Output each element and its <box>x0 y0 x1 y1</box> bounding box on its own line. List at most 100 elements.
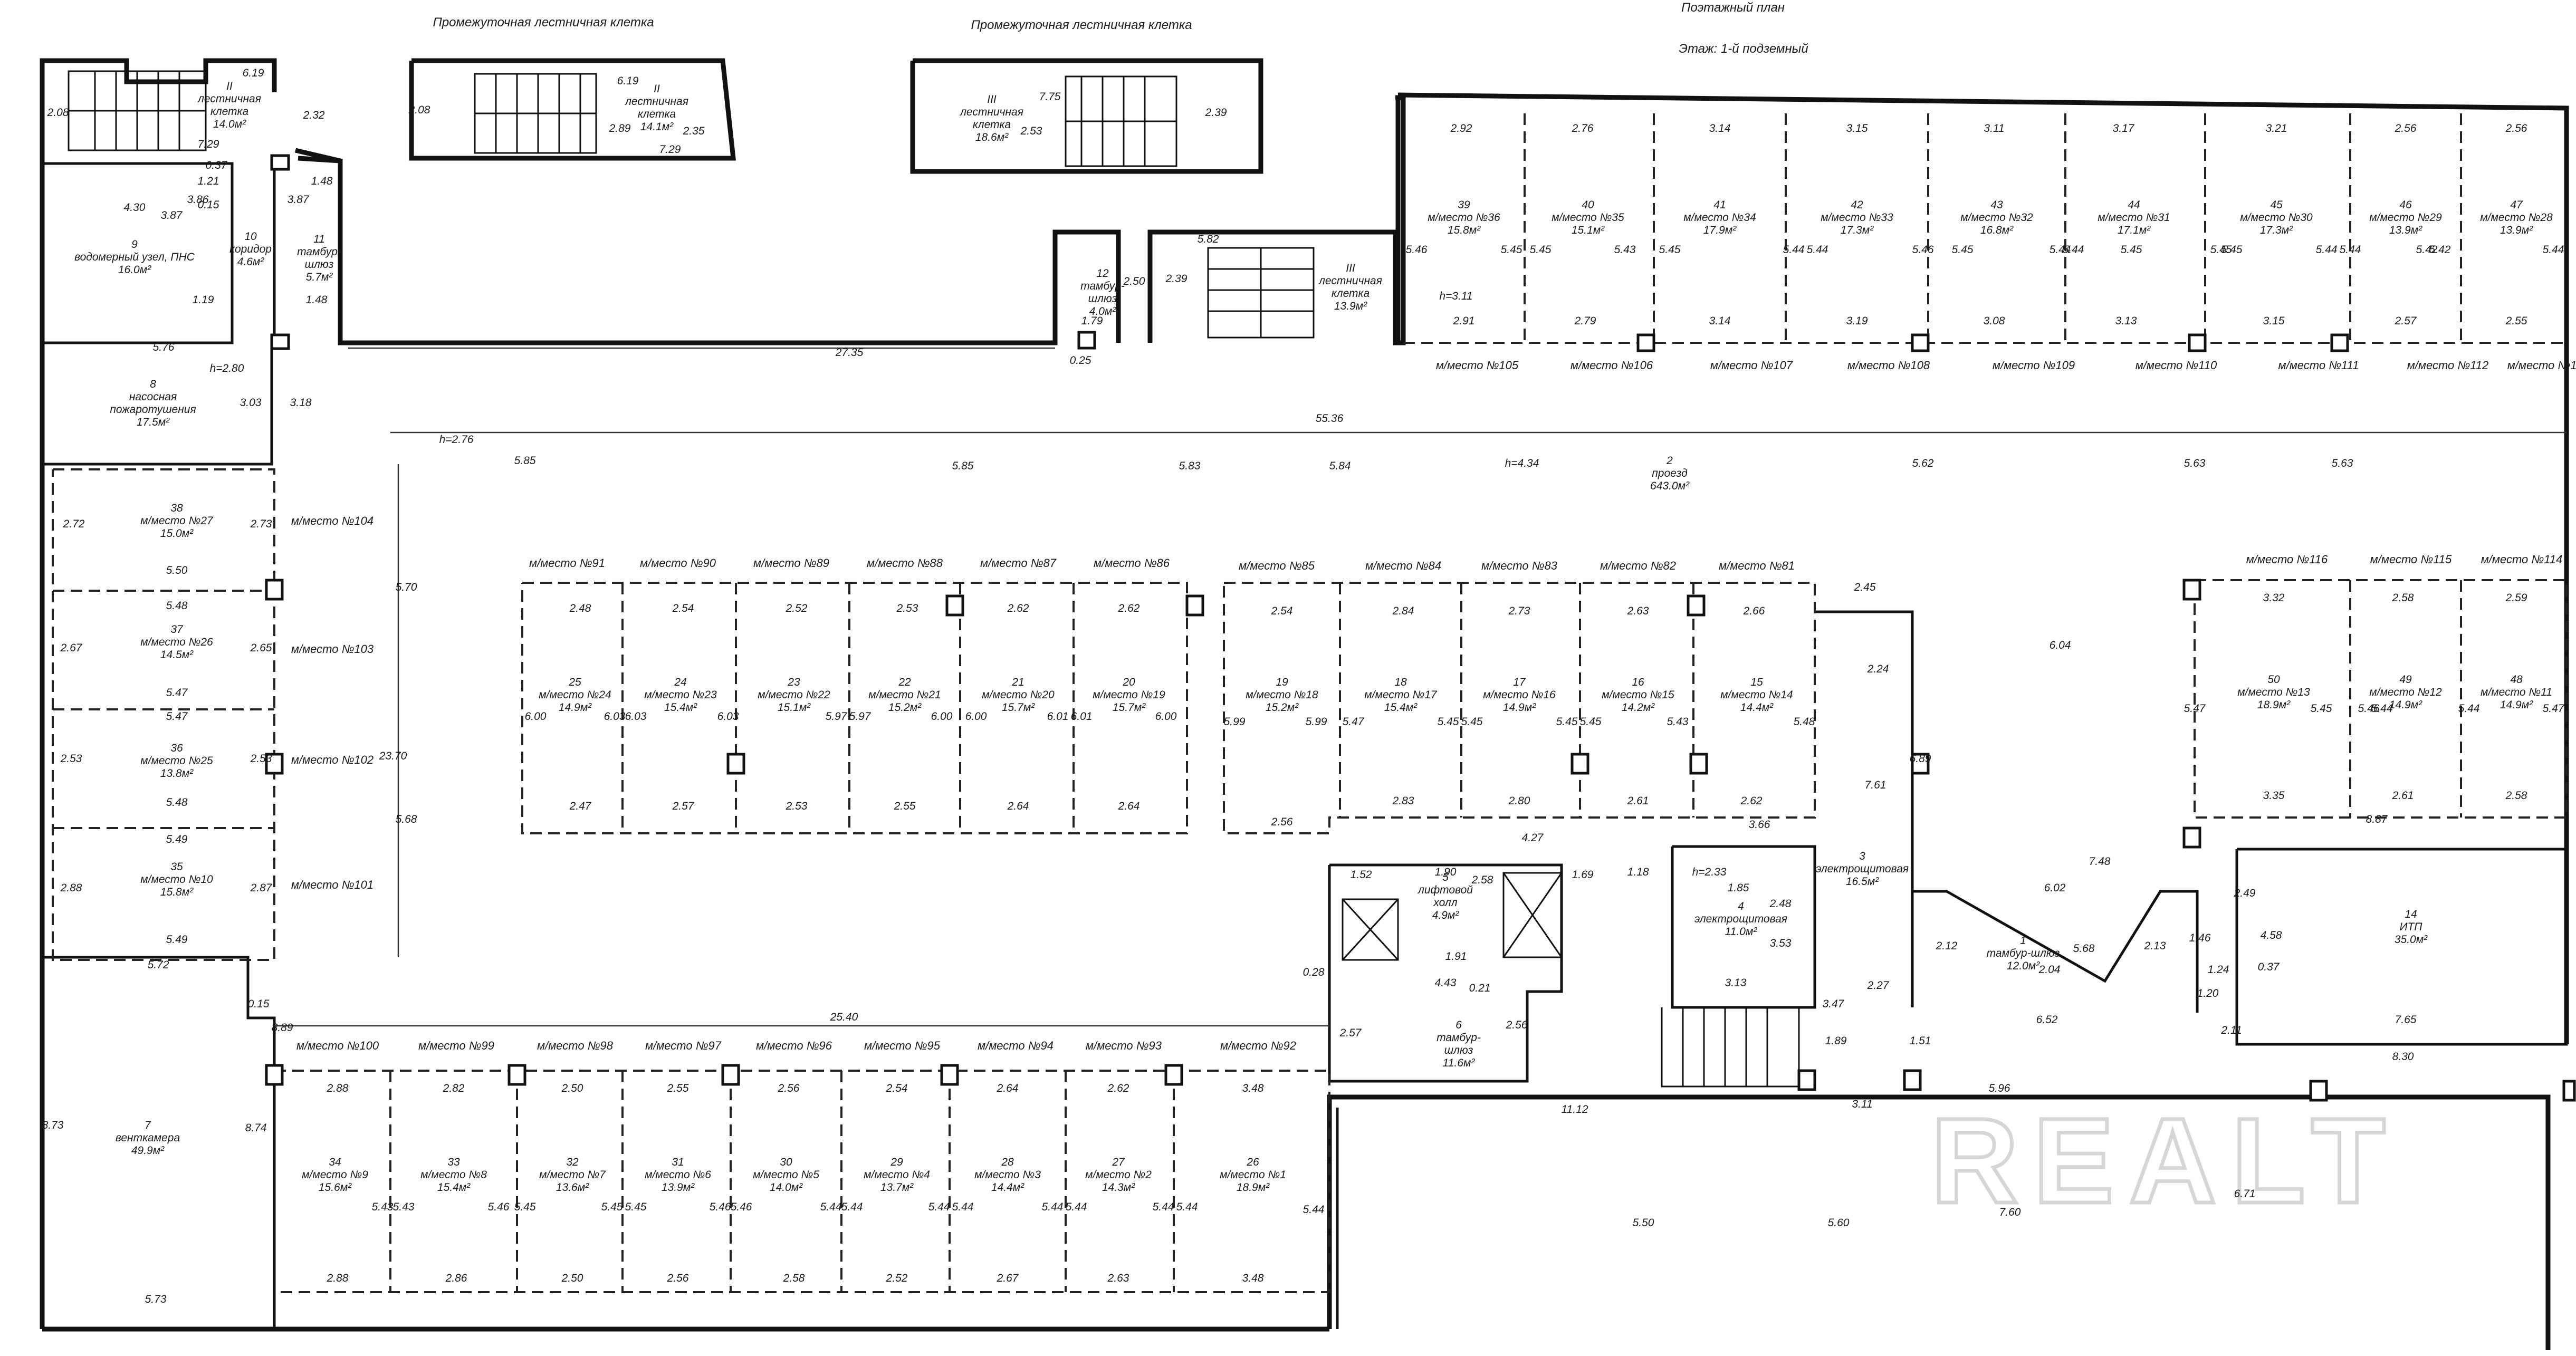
room-label: 17 <box>1513 676 1526 688</box>
column <box>1689 753 1708 775</box>
dimension-label: 0.28 <box>1303 966 1325 978</box>
dimension-label: 5.46 <box>1406 244 1428 256</box>
dimension-label: 4.43 <box>1435 977 1457 989</box>
room-label: 1 <box>2020 935 2026 947</box>
dimension-label: 3.87 <box>288 194 310 206</box>
dimension-label: 3.17 <box>2113 122 2135 134</box>
room-label: коридор <box>229 243 272 255</box>
heading-floor: Этаж: 1-й подземный <box>1679 42 1808 56</box>
room-label: 29 <box>890 1156 903 1168</box>
room-label: м/место №24 <box>539 689 611 701</box>
dimension-label: 3.86 <box>187 194 209 206</box>
room-label: 4.9м² <box>1432 909 1460 921</box>
room-label: 15.7м² <box>1113 701 1146 714</box>
dimension-label: 2.53 <box>786 800 808 812</box>
room-label: проезд <box>1652 467 1688 479</box>
dimension-label: 2.64 <box>1118 800 1140 812</box>
wall-top-right <box>1397 92 2569 1044</box>
room-label: 3 <box>1859 850 1865 862</box>
dimension-label: 3.87 <box>161 209 183 222</box>
heading-plan-title: Поэтажный план <box>1681 1 1785 15</box>
column <box>940 1064 959 1086</box>
dimension-label: 2.04 <box>2038 964 2061 976</box>
dimension-label: 3.14 <box>1709 315 1731 327</box>
room-label: 643.0м² <box>1650 480 1690 492</box>
room-label: 37 <box>170 623 184 636</box>
room-label: 12 <box>1096 267 1109 280</box>
dimension-label: 2.57 <box>2395 315 2417 327</box>
room-label: м/место №32 <box>1960 211 2033 224</box>
dimension-label: 5.43 <box>372 1201 394 1213</box>
room-label: клетка <box>973 119 1011 131</box>
dimension-label: 5.46 <box>488 1201 510 1213</box>
dash-right-block <box>2194 579 2568 819</box>
dimension-label: 2.55 <box>894 800 916 812</box>
wall-room-4 <box>1671 845 1816 1009</box>
dimension-label: 5.45 <box>1461 716 1483 728</box>
wall-room-8 <box>42 343 273 466</box>
room-label: 46 <box>2399 199 2412 211</box>
dimension-label: 5.43 <box>393 1201 415 1213</box>
dimension-label: 2.65 <box>250 642 272 654</box>
room-label: м/место №23 <box>644 689 717 701</box>
dimension-label: 2.72 <box>63 518 85 530</box>
dimension-label: 2.56 <box>778 1082 800 1094</box>
dimension-label: 2.08 <box>408 104 430 116</box>
parking-place-label: м/место №90 <box>640 556 716 570</box>
room-label: м/место №19 <box>1093 689 1165 701</box>
dimension-label: 1.21 <box>198 175 219 187</box>
wall-top-mid <box>294 148 1121 345</box>
room-label: 15.4м² <box>1384 701 1418 714</box>
room-label: м/место №29 <box>2369 211 2442 224</box>
wall-room-1 <box>1912 890 2199 1013</box>
dash-mid-right-block <box>1223 582 1816 834</box>
dimension-label: 3.48 <box>1242 1082 1264 1094</box>
room-label: 48 <box>2510 674 2523 686</box>
column <box>1571 753 1589 775</box>
room-label: м/место №6 <box>645 1169 711 1181</box>
dimension-label: 7.75 <box>1039 91 1061 103</box>
realt-watermark: REALT <box>1931 1093 2400 1228</box>
dimension-label: 5.47 <box>166 687 188 699</box>
room-label: III <box>987 93 997 105</box>
room-label: м/место №5 <box>753 1169 819 1181</box>
dimension-label: 2.11 <box>2220 1024 2242 1036</box>
room-label: м/место №31 <box>2098 211 2170 224</box>
room-label: 19 <box>1276 676 1288 688</box>
column <box>265 753 284 775</box>
dimension-label: 3.13 <box>1725 977 1747 989</box>
room-label: электрощитовая <box>1694 913 1787 925</box>
heading-mid-stair: Промежуточная лестничная клетка <box>971 18 1192 32</box>
room-label: м/место №26 <box>140 636 213 648</box>
dimension-label: 3.14 <box>1709 122 1731 134</box>
stairs-lifts <box>68 70 1800 1088</box>
dimension-label: 6.01 <box>1047 710 1069 723</box>
room-label: 39 <box>1458 199 1470 211</box>
stair-three <box>1207 247 1315 339</box>
room-label: 17.5м² <box>137 416 170 428</box>
dimension-label: 2.54 <box>672 602 694 614</box>
dimension-label: 2.53 <box>896 602 918 614</box>
dimension-label: 6.19 <box>243 67 264 79</box>
room-label: 8 <box>150 378 156 390</box>
room-label: 25 <box>568 676 581 688</box>
dimension-label: 5.68 <box>2073 943 2095 955</box>
dimension-label: 6.02 <box>2044 882 2066 894</box>
room-label: 2 <box>1666 455 1673 467</box>
dimension-label: 8.73 <box>42 1119 64 1131</box>
room-label: 4.6м² <box>237 256 265 268</box>
dimension-label: 5.44 <box>1783 244 1805 256</box>
room-label: 22 <box>898 676 911 688</box>
dimension-label: 7.29 <box>198 138 219 150</box>
dimension-label: 5.44 <box>1176 1201 1198 1213</box>
dimension-label: 8.87 <box>2366 813 2388 825</box>
parking-place-label: м/место №109 <box>1993 359 2075 372</box>
parking-place-label: м/место №83 <box>1481 559 1558 572</box>
dimension-label: 5.45 <box>1580 716 1602 728</box>
parking-place-label: м/место №111 <box>2278 359 2359 372</box>
parking-place-label: м/место №91 <box>529 556 605 570</box>
room-label: 38 <box>170 502 183 514</box>
parking-place-label: м/место №98 <box>537 1039 614 1052</box>
dimension-label: 5.44 <box>2063 244 2084 256</box>
